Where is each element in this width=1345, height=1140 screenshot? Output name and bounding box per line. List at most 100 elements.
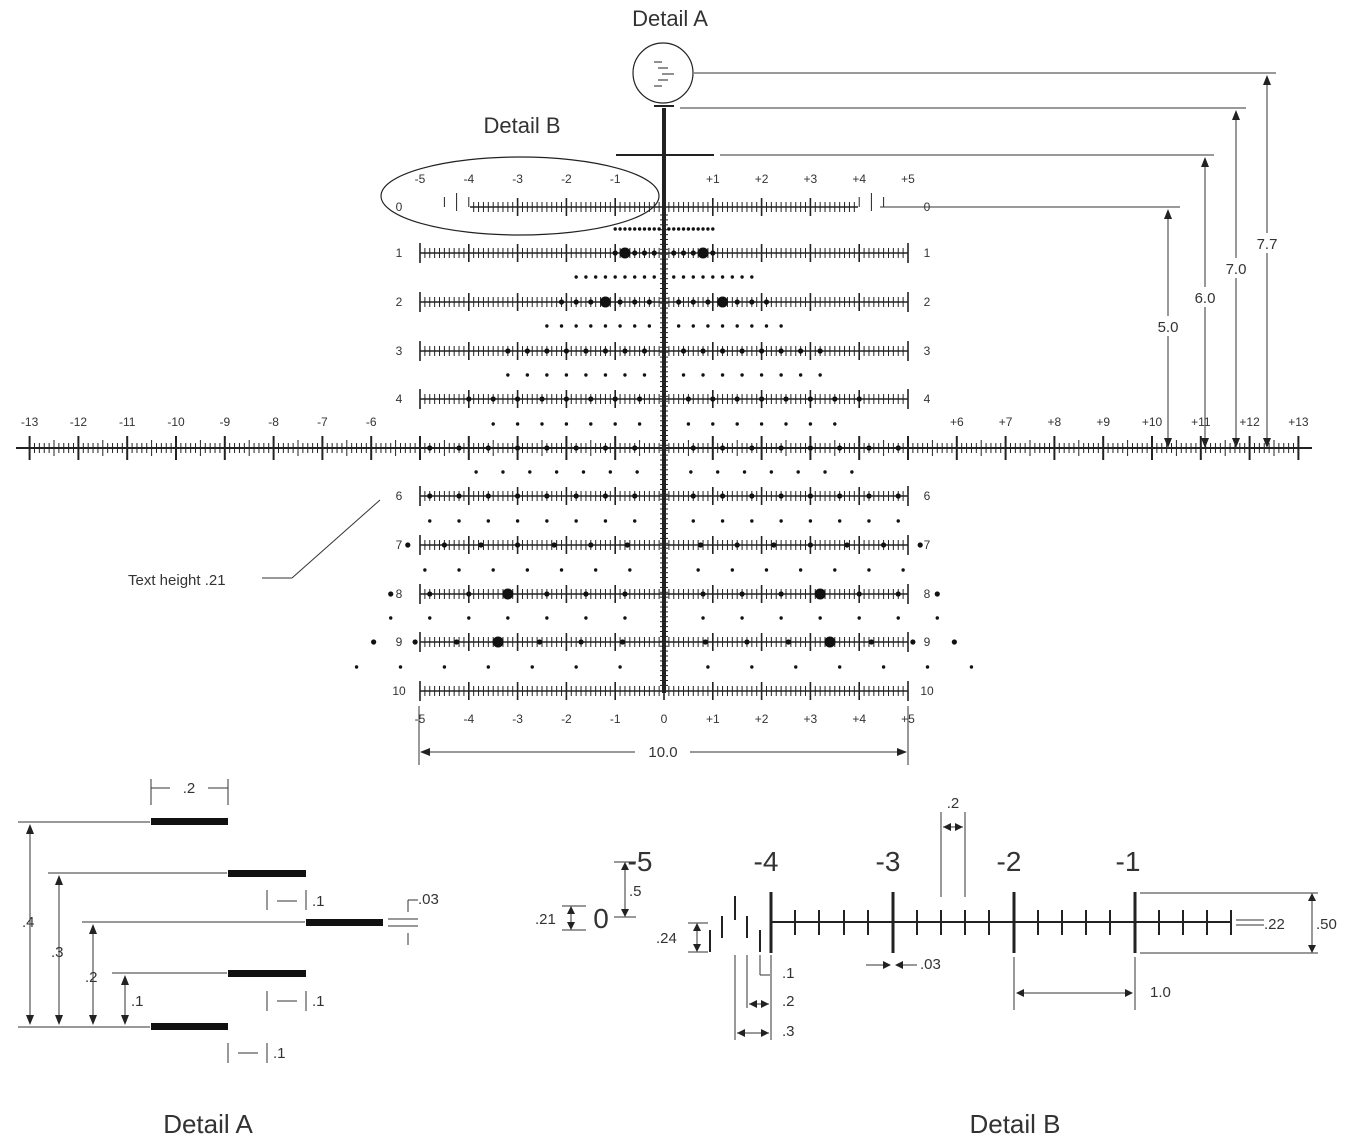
detail-b-n1: -1 <box>1116 846 1141 877</box>
holdover-dot <box>602 348 609 354</box>
between-row-dot <box>574 275 578 279</box>
row-label-right: 9 <box>924 635 931 649</box>
holdover-dot-large <box>599 296 611 308</box>
holdover-dot <box>710 250 716 256</box>
detail-a-h01: .1 <box>131 993 144 1010</box>
holdover-dot <box>895 445 901 451</box>
detail-a-drawing <box>18 779 418 1063</box>
holdover-dot <box>612 250 618 256</box>
holdover-dot <box>622 348 628 354</box>
between-row-dot <box>686 422 691 426</box>
holdover-dot <box>866 493 872 499</box>
between-row-dot <box>837 665 842 669</box>
between-row-dot <box>764 568 769 572</box>
between-row-dot <box>428 519 432 523</box>
between-row-dot <box>689 470 693 474</box>
between-row-dot <box>779 519 783 523</box>
between-row-dot <box>715 470 720 474</box>
between-row-dot <box>740 616 744 620</box>
between-row-dot <box>581 470 586 474</box>
between-row-dot <box>506 616 510 620</box>
detail-b-w02: .2 <box>947 795 960 812</box>
holdover-dot <box>583 591 589 597</box>
holdover-dot <box>807 445 814 451</box>
detail-b-s3: .3 <box>782 1023 795 1040</box>
between-row-dot <box>623 227 627 231</box>
between-row-dot <box>808 519 813 523</box>
between-row-dot <box>618 665 622 669</box>
between-row-dot <box>603 373 608 377</box>
holdover-dot <box>478 542 484 548</box>
holdover-dot <box>619 639 626 645</box>
bottom-row-label: -1 <box>610 712 621 726</box>
holdover-dot <box>690 445 696 451</box>
between-row-dot <box>515 519 520 523</box>
top-row-label: -2 <box>561 172 572 186</box>
between-row-dot <box>779 616 783 620</box>
holdover-dot <box>524 348 530 354</box>
holdover-dot <box>749 299 755 305</box>
between-row-dot <box>850 470 854 474</box>
holdover-dot <box>744 639 750 645</box>
top-row-label: +3 <box>804 172 818 186</box>
between-row-dot <box>701 616 705 620</box>
between-row-dot <box>896 616 900 620</box>
detail-b-callout-ellipse <box>380 156 660 236</box>
horizontal-axis-label: -9 <box>219 415 230 429</box>
holdover-dot <box>676 299 682 305</box>
detail-b-d050: .50 <box>1316 916 1337 933</box>
between-row-dot <box>681 373 686 377</box>
between-row-dot <box>354 665 359 669</box>
row-label-right: 1 <box>924 246 931 260</box>
between-row-dot <box>628 227 632 231</box>
between-row-dot <box>613 275 617 279</box>
between-row-dot <box>530 665 534 669</box>
between-row-dot <box>423 568 427 572</box>
between-row-dot <box>808 422 813 426</box>
holdover-dot <box>485 445 491 451</box>
holdover-dot <box>646 299 652 305</box>
between-row-dot <box>779 373 783 377</box>
between-row-dot <box>623 275 627 279</box>
holdover-dot <box>719 348 726 354</box>
between-row-dot <box>672 275 676 279</box>
between-row-dot <box>564 373 569 377</box>
between-row-dot <box>896 519 900 523</box>
detail-b-s1: .1 <box>782 965 795 982</box>
holdover-dot <box>651 250 657 256</box>
holdover-dot <box>573 299 579 305</box>
detail-b-d024: .24 <box>656 930 677 947</box>
holdover-dot <box>917 542 923 548</box>
detail-b-d10: 1.0 <box>1150 984 1171 1001</box>
bottom-row-label: +3 <box>804 712 818 726</box>
holdover-dot <box>602 493 609 499</box>
holdover-dot <box>441 542 447 548</box>
between-row-dot <box>618 227 622 231</box>
between-row-dot <box>867 568 871 572</box>
horizontal-axis-label: -7 <box>317 415 328 429</box>
between-row-dot <box>642 275 647 279</box>
between-row-dot <box>711 227 715 231</box>
between-row-dot <box>798 568 803 572</box>
between-row-dot <box>647 227 652 231</box>
right-dimension-lines <box>680 72 1276 448</box>
between-row-dot <box>486 665 491 669</box>
between-row-dot <box>635 470 639 474</box>
holdover-dot <box>807 542 814 548</box>
holdover-dot <box>641 250 648 256</box>
holdover-dot <box>680 250 687 256</box>
between-row-dot <box>696 568 700 572</box>
between-row-dot <box>818 616 822 620</box>
detail-a-w02: .2 <box>183 780 196 797</box>
detail-a-t003: .03 <box>418 891 439 908</box>
holdover-dot <box>868 639 875 645</box>
between-row-dot <box>764 324 769 328</box>
holdover-dot <box>798 348 804 354</box>
detail-b-n3: -3 <box>876 846 901 877</box>
holdover-dot <box>881 542 887 548</box>
holdover-dot <box>617 299 623 305</box>
holdover-dot <box>485 493 491 499</box>
between-row-dot <box>652 227 656 231</box>
detail-b-s2: .2 <box>782 993 795 1010</box>
holdover-dot <box>719 493 726 499</box>
